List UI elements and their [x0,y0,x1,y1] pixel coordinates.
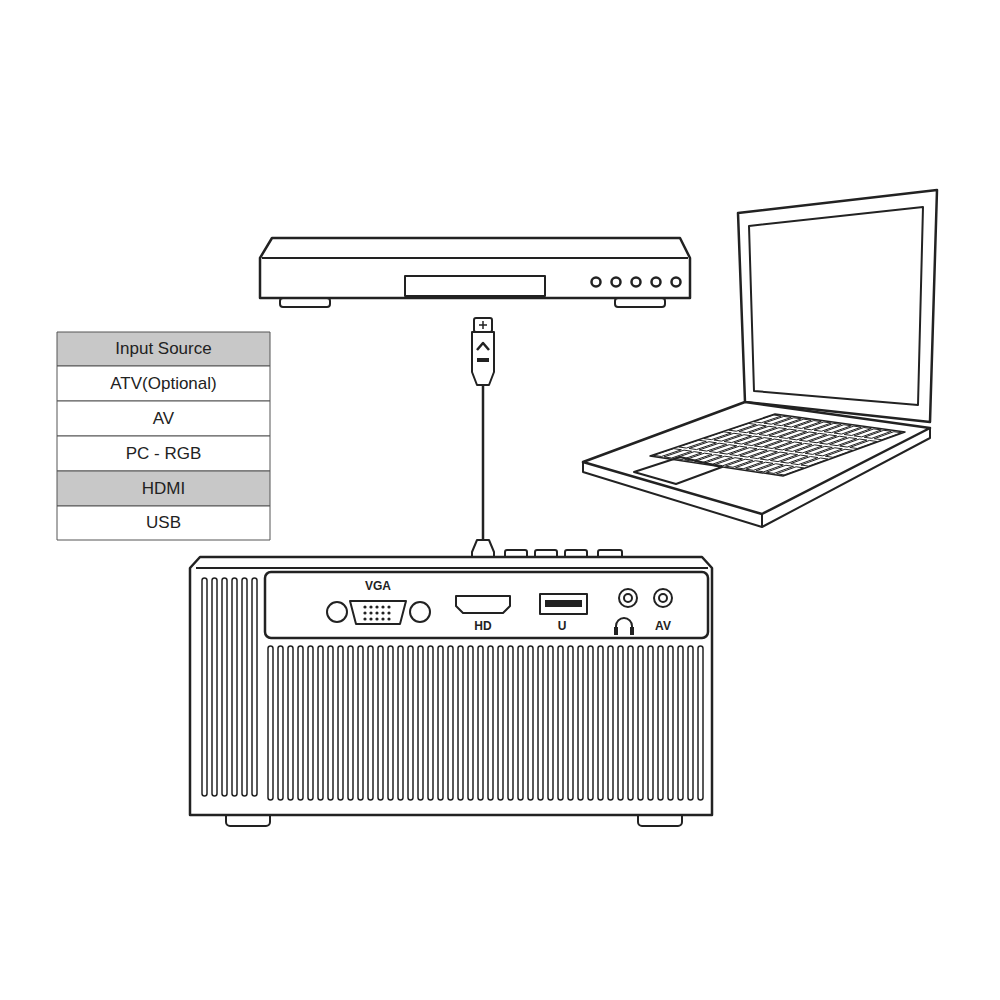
vent-slot [232,578,237,796]
vga-pin [381,611,384,614]
vga-pin [381,617,384,620]
vga-pin [375,617,378,620]
laptop [583,190,937,527]
port-label: U [558,620,567,633]
vent-slot [548,646,553,800]
table-cell: PC - RGB [126,445,202,464]
vent-slot [618,646,623,800]
vga-pin [363,611,366,614]
vent-slot [638,646,643,800]
vent-slot [488,646,493,800]
vent-slot [212,578,217,796]
key [850,440,877,448]
vent-slot [468,646,473,800]
vga-pin [387,605,390,608]
vent-slot [368,646,373,800]
vent-slot [608,646,613,800]
vent-slot [538,646,543,800]
vent-slot [388,646,393,800]
vent-slot [328,646,333,800]
vent-slot [578,646,583,800]
vent-slot [688,646,693,800]
vent-slot [268,646,273,800]
key [777,467,804,475]
vent-slot [318,646,323,800]
table-cell: HDMI [142,480,185,499]
key [801,458,828,466]
vent-slot [428,646,433,800]
vent-slot [628,646,633,800]
vga-pin [375,611,378,614]
table-cell: USB [146,514,181,533]
vent-slot [358,646,363,800]
vent-slot [458,646,463,800]
key [825,449,852,457]
vent-slot [518,646,523,800]
key [874,432,901,440]
vent-slot [418,646,423,800]
vga-pin [375,605,378,608]
vent-slot [508,646,513,800]
vga-pin [387,617,390,620]
vent-slot [698,646,703,800]
vent-slot [438,646,443,800]
vent-slot [222,578,227,796]
vent-slot [528,646,533,800]
vent-slot [478,646,483,800]
vent-slot [588,646,593,800]
vent-slot [408,646,413,800]
table-cell: AV [153,410,174,429]
vga-pin [369,617,372,620]
port-label: VGA [365,580,391,593]
source-table [57,332,270,540]
vent-slot [568,646,573,800]
port-label: AV [655,620,671,633]
vga-pin [363,617,366,620]
vent-slot [378,646,383,800]
vent-slot [448,646,453,800]
vent-slot [202,578,207,796]
vga-pin [387,611,390,614]
vent-slot [338,646,343,800]
vent-slot [648,646,653,800]
vga-pin [369,611,372,614]
vent-slot [298,646,303,800]
vent-slot [498,646,503,800]
vent-slot [348,646,353,800]
vga-pin [363,605,366,608]
table-cell: ATV(Optional) [110,375,216,394]
vent-slot [308,646,313,800]
port-label: HD [474,620,491,633]
vga-pin [381,605,384,608]
vent-slot [398,646,403,800]
vent-slot [668,646,673,800]
vent-slot [288,646,293,800]
vent-slot [558,646,563,800]
dvd-player [260,238,690,307]
keyboard [650,414,905,476]
table-header: Input Source [115,340,211,359]
vent-slot [278,646,283,800]
vent-slot [598,646,603,800]
vent-slot [242,578,247,796]
vent-slot [658,646,663,800]
vent-slot [678,646,683,800]
projector [190,550,712,826]
vent-slot [252,578,257,796]
vga-pin [369,605,372,608]
